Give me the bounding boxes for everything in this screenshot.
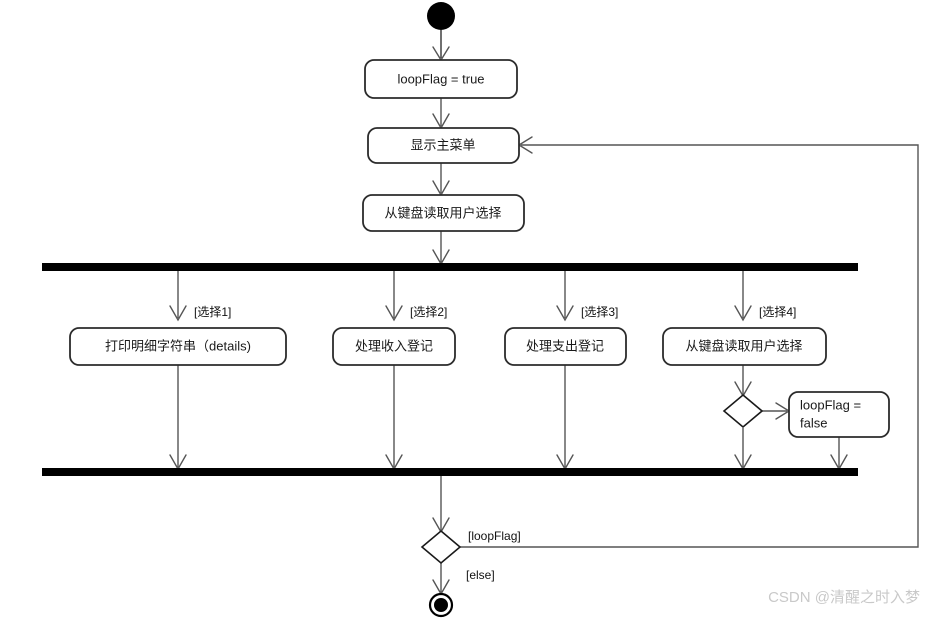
arrowhead-fork-to-branch1 (169, 305, 187, 322)
action-label-init-flag: loopFlag = true (397, 71, 484, 86)
action-node-branch2[interactable]: 处理收入登记 (332, 327, 456, 366)
action-node-show-menu[interactable]: 显示主菜单 (367, 127, 520, 164)
action-box-branch2[interactable] (332, 327, 456, 366)
action-label-read-choice: 从键盘读取用户选择 (384, 205, 501, 220)
action-box-branch3[interactable] (504, 327, 627, 366)
final-node[interactable] (428, 592, 454, 618)
action-node-branch1[interactable]: 打印明细字符串（details) (69, 327, 287, 366)
action-box-set-false[interactable] (788, 391, 890, 438)
decision-node-loopflag[interactable] (420, 529, 462, 565)
arrowhead-fork-to-branch3 (556, 305, 574, 322)
initial-node[interactable] (427, 2, 455, 30)
action-node-branch3[interactable]: 处理支出登记 (504, 327, 627, 366)
action-box-read-choice[interactable] (362, 194, 525, 232)
edge-label-choice2: [选择2] (410, 305, 447, 319)
action-box-branch1[interactable] (69, 327, 287, 366)
flow-edges (169, 30, 919, 596)
action-box-branch4[interactable] (662, 327, 827, 366)
edge-label-loop-else: [else] (466, 568, 495, 582)
action-label-branch1: 打印明细字符串（details) (105, 338, 251, 353)
arrowhead-fork-to-branch2 (385, 305, 403, 322)
edge-label-choice3: [选择3] (581, 305, 618, 319)
action-node-init-flag[interactable]: loopFlag = true (364, 59, 518, 99)
action-label-branch2: 处理收入登记 (355, 338, 433, 353)
edge-label-choice4: [选择4] (759, 305, 796, 319)
edge-label-choice1: [选择1] (194, 305, 231, 319)
action-box-init-flag[interactable] (364, 59, 518, 99)
action-node-set-false[interactable]: loopFlag = false (788, 391, 890, 438)
decision-node-branch4[interactable] (722, 393, 764, 429)
edge-loopback (460, 144, 919, 548)
action-label-show-menu: 显示主菜单 (410, 137, 475, 152)
action-box-show-menu[interactable] (367, 127, 520, 164)
join-bar (42, 468, 858, 476)
arrowhead-fork-to-branch4 (734, 305, 752, 322)
action-label-branch3: 处理支出登记 (526, 338, 604, 353)
action-label-branch4: 从键盘读取用户选择 (685, 338, 802, 353)
action-node-read-choice[interactable]: 从键盘读取用户选择 (362, 194, 525, 232)
action-label-set-false-line2: false (800, 415, 827, 430)
action-node-branch4[interactable]: 从键盘读取用户选择 (662, 327, 827, 366)
csdn-watermark: CSDN @清醒之时入梦 (768, 589, 920, 606)
edge-label-loop-true: [loopFlag] (468, 529, 521, 543)
action-label-set-false-line1: loopFlag = (800, 397, 861, 412)
fork-bar (42, 263, 858, 271)
final-node-inner-dot (434, 598, 448, 612)
